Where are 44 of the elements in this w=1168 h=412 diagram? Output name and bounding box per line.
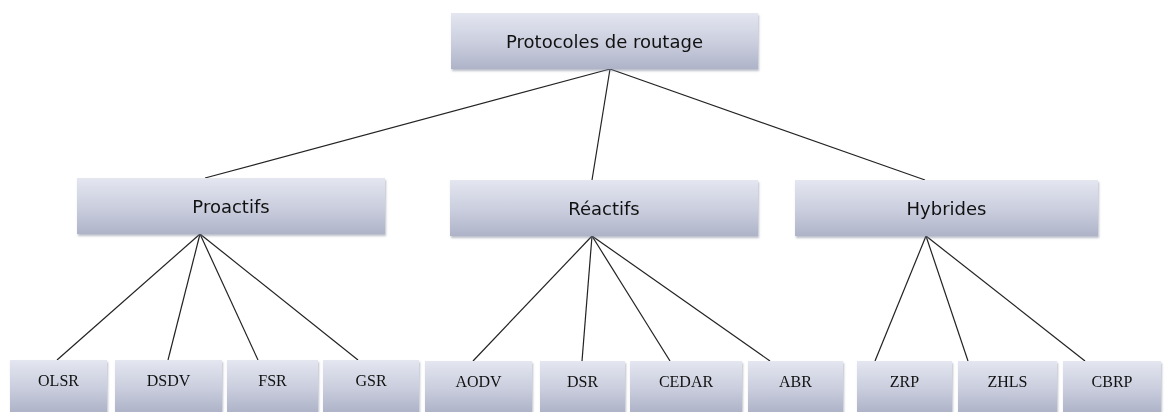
connector-line bbox=[199, 233, 259, 361]
protocol-box bbox=[10, 360, 107, 412]
protocol-box bbox=[857, 361, 952, 412]
connector-line bbox=[199, 233, 359, 361]
connector-line bbox=[609, 68, 926, 181]
connector-line bbox=[925, 235, 969, 362]
box-label: CEDAR bbox=[658, 373, 714, 391]
box-label: AODV bbox=[455, 373, 502, 391]
protocol-box bbox=[425, 361, 532, 412]
protocol-box bbox=[1063, 361, 1161, 412]
connector-line bbox=[874, 235, 927, 362]
protocol-box bbox=[323, 360, 419, 412]
box-label: DSDV bbox=[146, 372, 191, 390]
protocol-box bbox=[227, 360, 318, 412]
box-label: GSR bbox=[355, 372, 387, 390]
box-label: CBRP bbox=[1091, 373, 1133, 391]
connector-line bbox=[167, 233, 201, 361]
connector-line bbox=[581, 235, 593, 362]
box-label: ZHLS bbox=[987, 373, 1028, 391]
box-label: ZRP bbox=[889, 373, 920, 391]
connector-line bbox=[56, 233, 201, 361]
box-label: Protocoles de routage bbox=[506, 30, 703, 52]
connector-line bbox=[925, 235, 1086, 362]
box-label: Réactifs bbox=[568, 197, 640, 219]
protocol-box bbox=[630, 361, 742, 412]
box-label: OLSR bbox=[38, 372, 79, 390]
box-label: Proactifs bbox=[192, 195, 270, 217]
category-box bbox=[77, 178, 385, 234]
connector-line bbox=[591, 235, 671, 362]
connector-line bbox=[591, 68, 611, 181]
connector-line bbox=[591, 235, 771, 362]
category-box bbox=[450, 180, 758, 236]
category-box bbox=[451, 13, 758, 69]
protocol-box bbox=[748, 361, 843, 412]
protocol-box bbox=[115, 360, 222, 412]
connector-line bbox=[472, 235, 593, 362]
box-label: ABR bbox=[779, 373, 812, 391]
protocol-box bbox=[958, 361, 1057, 412]
category-box bbox=[795, 180, 1098, 236]
box-label: Hybrides bbox=[906, 197, 987, 219]
box-label: DSR bbox=[566, 373, 599, 391]
connector-line bbox=[204, 68, 611, 179]
box-label: FSR bbox=[258, 372, 287, 390]
protocol-box bbox=[540, 361, 625, 412]
